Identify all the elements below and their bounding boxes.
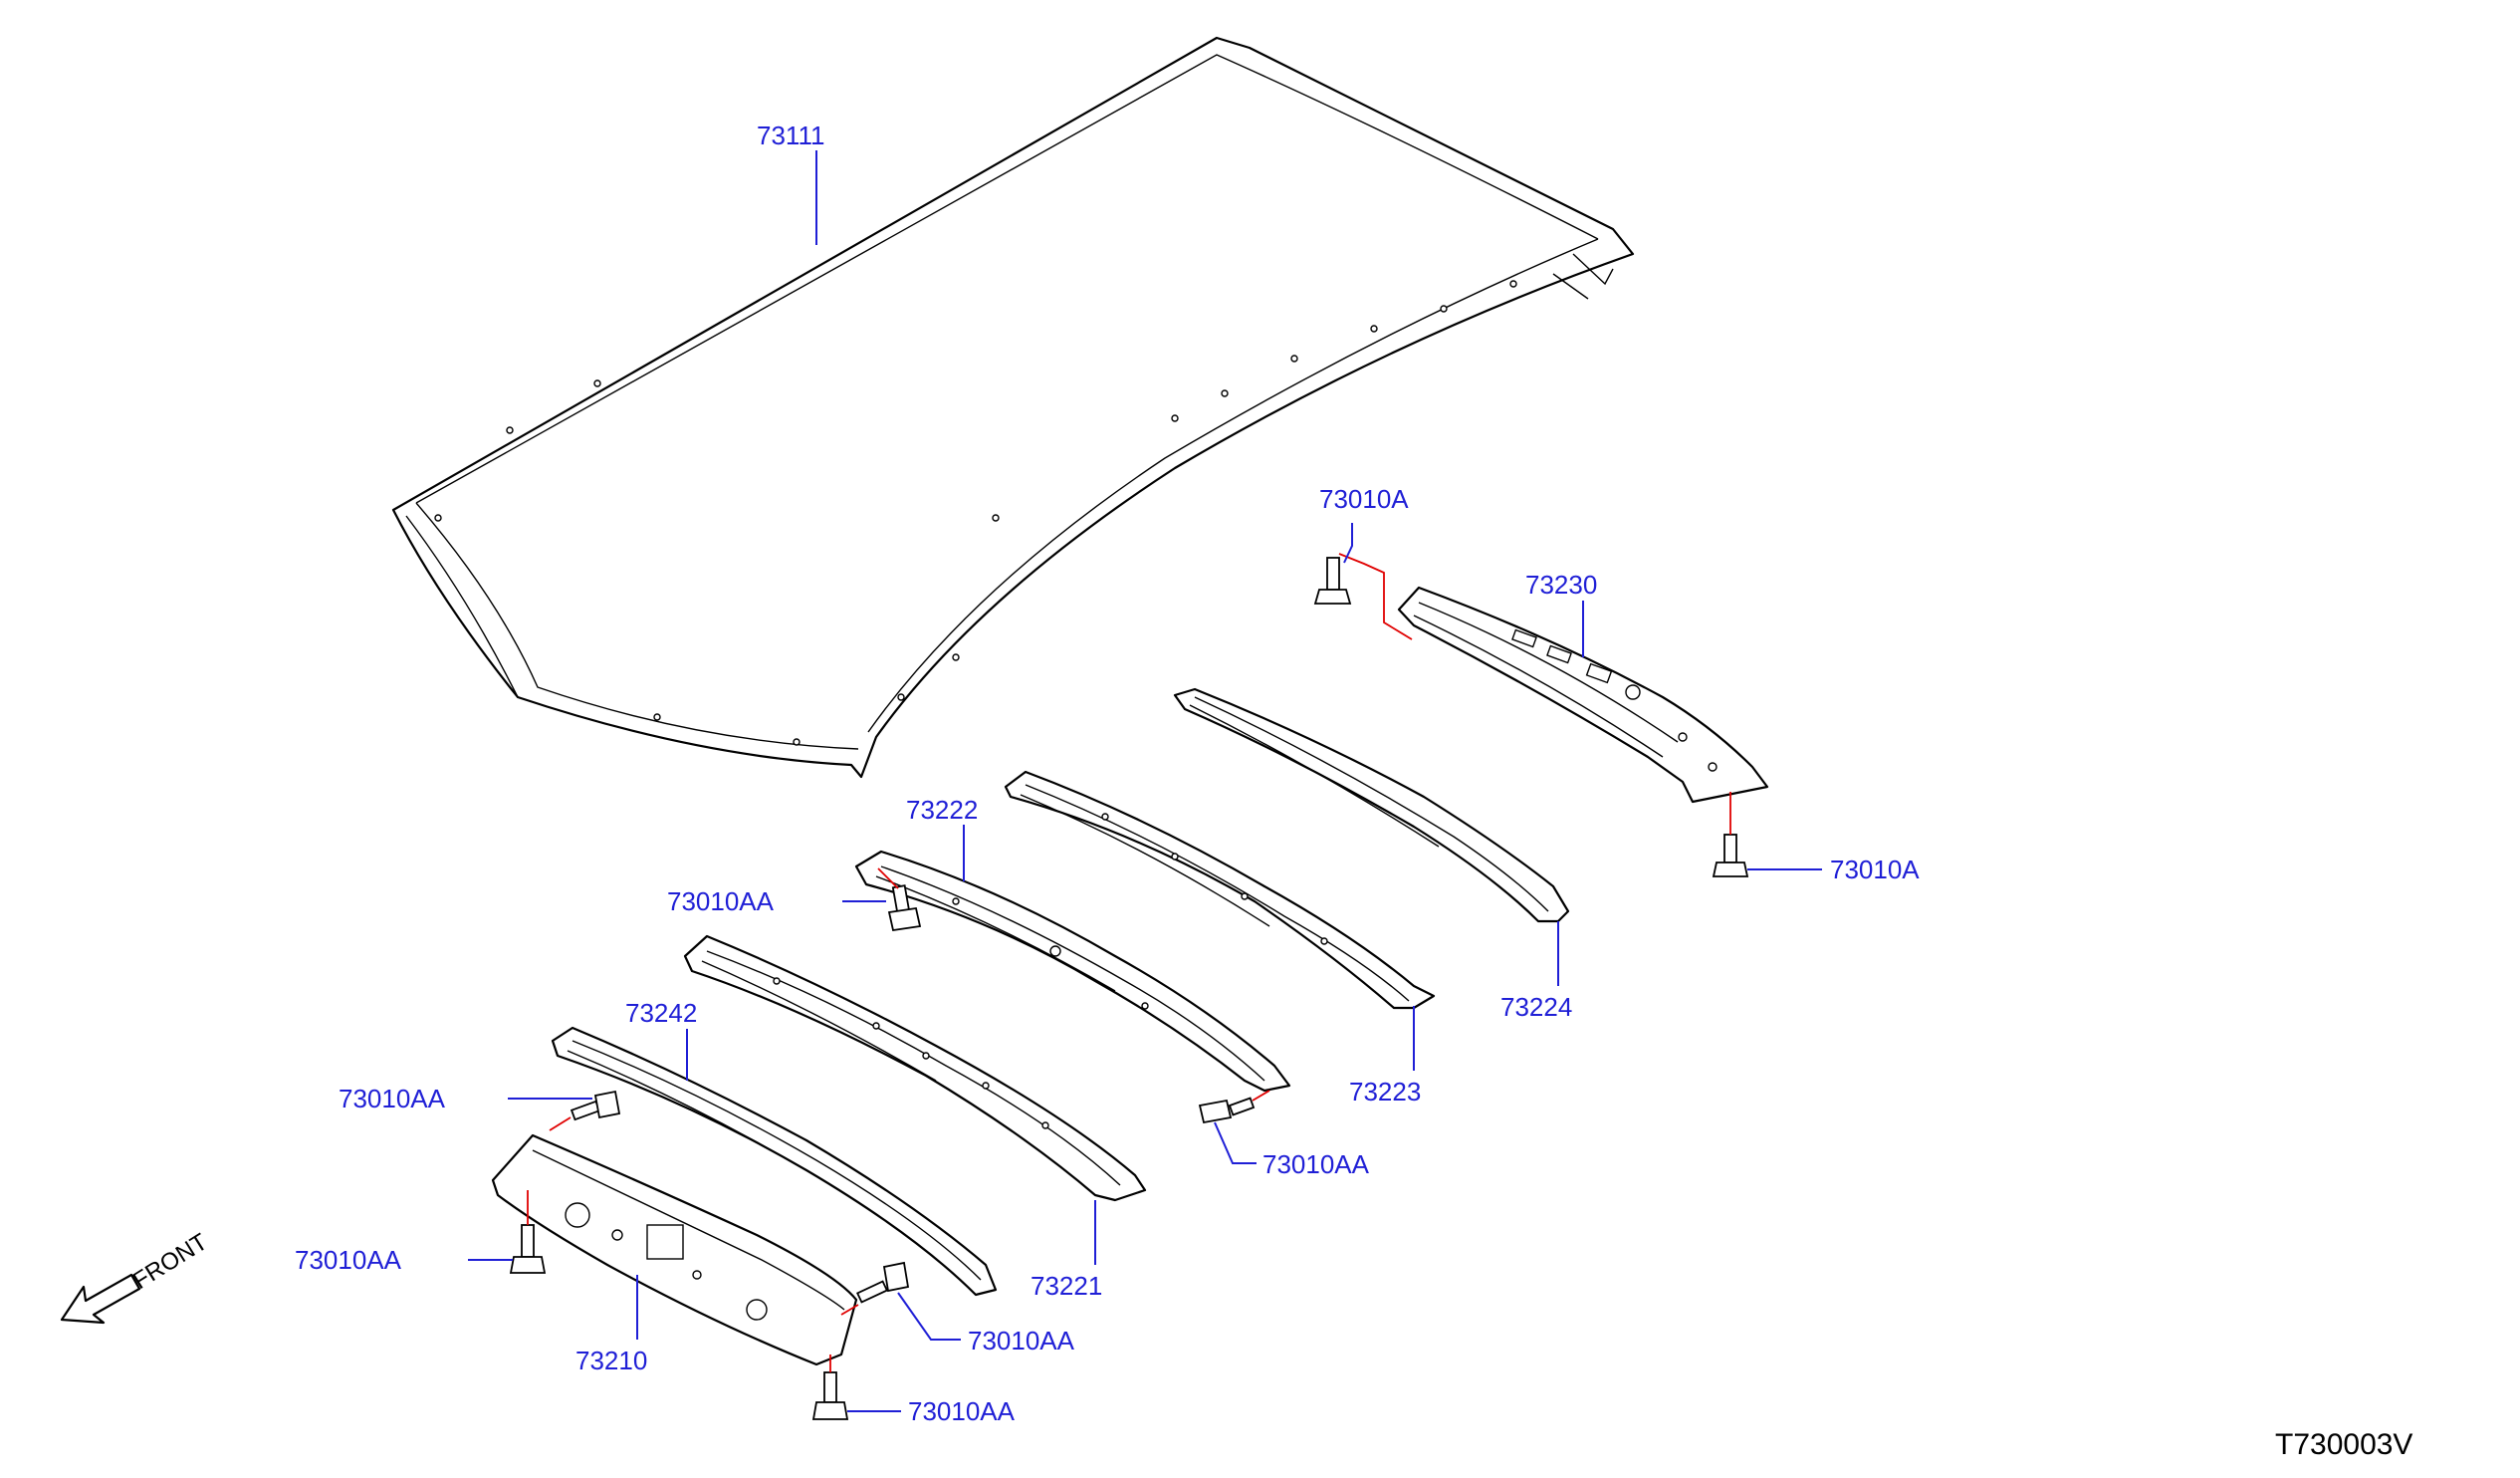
label-73221[interactable]: 73221: [1031, 1271, 1102, 1301]
rail-73242[interactable]: [551, 1026, 998, 1297]
rail-73230[interactable]: [1397, 586, 1769, 804]
bolt-73010aa-left-top[interactable]: [570, 1090, 621, 1121]
label-73230[interactable]: 73230: [1525, 570, 1597, 600]
label-73010aa-bottom[interactable]: 73010AA: [908, 1396, 1016, 1426]
leader-73010aa-73222-end: [1214, 1121, 1257, 1164]
label-73111[interactable]: 73111: [757, 121, 824, 150]
callout-73010aa-left-top: [549, 1116, 572, 1131]
label-73010aa-73222[interactable]: 73010AA: [667, 886, 775, 916]
diagram-id: T730003V: [2275, 1428, 2412, 1461]
label-73223[interactable]: 73223: [1349, 1077, 1421, 1107]
label-73210[interactable]: 73210: [575, 1346, 647, 1375]
front-label: FRONT: [128, 1228, 213, 1295]
rail-73210[interactable]: [491, 1133, 858, 1366]
rail-73223[interactable]: [1004, 770, 1436, 1010]
callout-73010aa-73222: [877, 867, 899, 889]
label-73010aa-73222-end[interactable]: 73010AA: [1262, 1149, 1370, 1179]
front-direction-arrow: [60, 1273, 141, 1325]
callout-73010aa-73222-end: [1252, 1090, 1270, 1102]
leader-73010a-top: [1343, 523, 1353, 564]
label-73010aa-right[interactable]: 73010AA: [968, 1326, 1075, 1355]
label-73242[interactable]: 73242: [625, 998, 697, 1028]
label-73010a-top[interactable]: 73010A: [1319, 484, 1409, 514]
label-73010a-right[interactable]: 73010A: [1830, 855, 1920, 884]
rail-73222[interactable]: [854, 850, 1291, 1093]
bolt-73010a-right[interactable]: [1712, 834, 1749, 877]
bolt-73010aa-bottom[interactable]: [811, 1371, 849, 1420]
bolt-73010aa-left-bottom[interactable]: [509, 1224, 547, 1274]
bolt-73010aa-73222-end[interactable]: [1198, 1097, 1256, 1124]
callout-73010aa-right: [840, 1304, 859, 1316]
bolt-73010a-top[interactable]: [1313, 557, 1352, 605]
callout-73010a-top: [1338, 553, 1413, 640]
leader-73010aa-right: [897, 1292, 961, 1341]
label-73010aa-left-bottom[interactable]: 73010AA: [295, 1245, 402, 1275]
roof-panel-73111[interactable]: [391, 36, 1635, 779]
label-73010aa-left-top[interactable]: 73010AA: [339, 1084, 446, 1113]
bolt-73010aa-right[interactable]: [856, 1261, 910, 1304]
bolt-73010aa-73222[interactable]: [887, 884, 922, 932]
label-73224[interactable]: 73224: [1500, 992, 1572, 1022]
label-73222[interactable]: 73222: [906, 795, 978, 825]
roof-panel-holes: [434, 280, 1517, 746]
rail-73221[interactable]: [683, 934, 1147, 1202]
